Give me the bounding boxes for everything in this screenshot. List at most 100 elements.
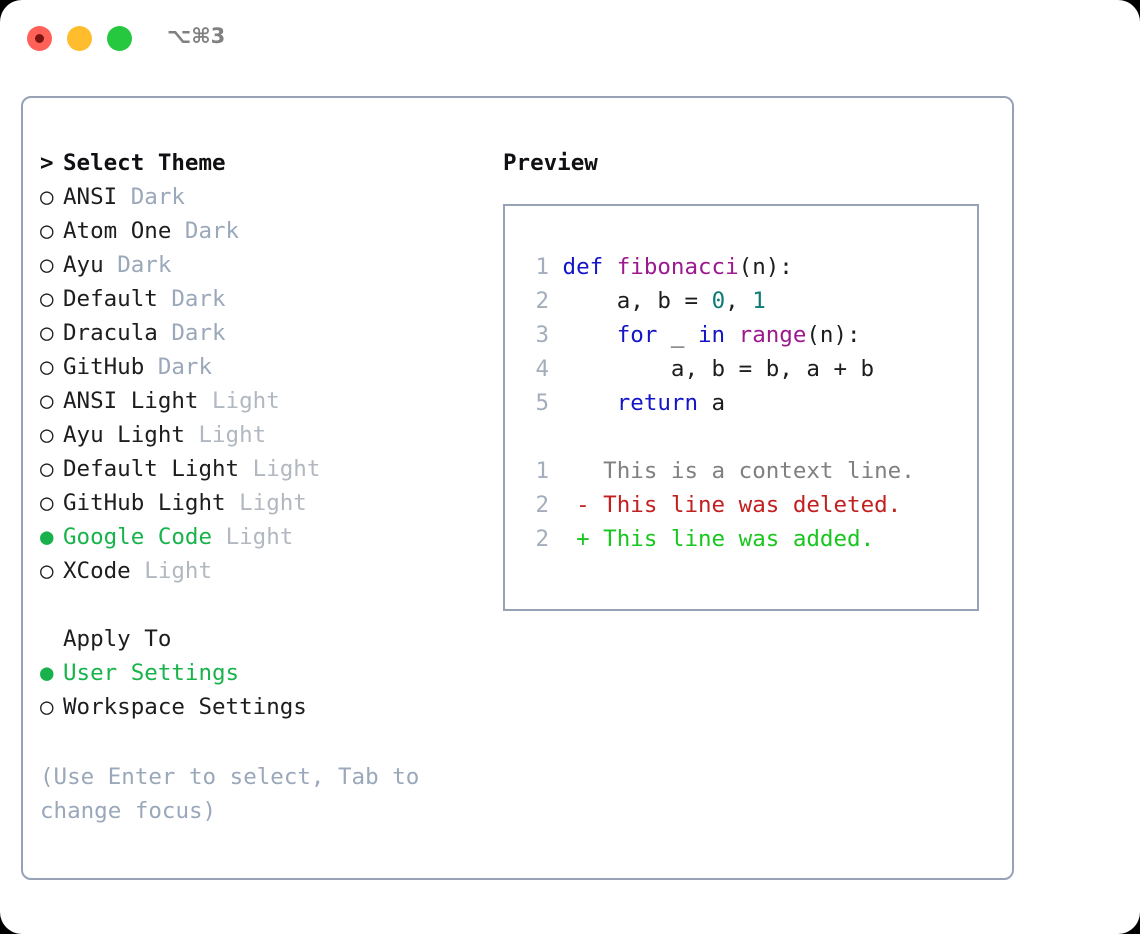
code-token: 1 [752,288,766,314]
label-gap [131,558,145,584]
line-number: 2 [535,526,549,552]
select-theme-heading: > Select Theme [40,146,480,180]
diff-line: 1 This is a context line. [523,454,971,488]
minimize-window-button[interactable] [67,26,92,51]
theme-name-label: ANSI [63,184,118,210]
dialog-panel: >Select Theme ○ANSI Dark○Atom One Dark○A… [21,96,1014,880]
keyboard-shortcut-label: ⌥⌘3 [167,24,226,48]
code-token [563,322,617,348]
gutter-gap [549,254,563,280]
line-number: 1 [535,254,549,280]
code-token: a, b = [562,288,712,314]
theme-list-item[interactable]: ○Ayu Dark [40,248,480,282]
theme-list[interactable]: ○ANSI Dark○Atom One Dark○Ayu Dark○Defaul… [40,180,480,588]
apply-to-heading-label: Apply To [63,626,172,652]
apply-to-label: Workspace Settings [63,694,307,720]
line-number: 2 [535,492,549,518]
gutter-gap [549,288,563,314]
caret-icon: > [40,150,54,176]
gutter-gap [549,492,576,518]
code-line: 3 for _ in range(n): [523,318,971,352]
gutter-gap [549,356,563,382]
line-number: 5 [535,390,549,416]
theme-name-label: Default [63,286,158,312]
label-gap [226,490,240,516]
code-line: 4 a, b = b, a + b [523,352,971,386]
theme-list-item[interactable]: ●Google Code Light [40,520,480,554]
theme-list-item[interactable]: ○Dracula Dark [40,316,480,350]
theme-name-label: Default Light [63,456,240,482]
radio-unselected-icon: ○ [40,456,54,482]
theme-list-item[interactable]: ○XCode Light [40,554,480,588]
diff-text: This is a context line. [589,458,915,484]
diff-line: 2 + This line was added. [523,522,971,556]
label-gap [158,286,172,312]
preview-heading: Preview [503,150,598,176]
maximize-window-button[interactable] [107,26,132,51]
apply-to-heading: Apply To [40,622,480,656]
diff-text: This line was added. [589,526,875,552]
theme-list-item[interactable]: ○ Default Light Light [40,452,480,486]
apply-to-list[interactable]: ● User Settings ○ Workspace Settings [40,656,480,724]
theme-name-label: ANSI Light [63,388,199,414]
theme-list-item[interactable]: ○ANSI Light Light [40,384,480,418]
apply-to-label: User Settings [63,660,240,686]
label-gap [212,524,226,550]
theme-list-item[interactable]: ○Atom One Dark [40,214,480,248]
theme-name-label: GitHub Light [63,490,226,516]
theme-category-label: Light [225,524,294,550]
code-token: in [698,322,726,348]
theme-name-label: XCode [63,558,131,584]
select-theme-heading-label: Select Theme [63,150,226,176]
diff-marker: - [576,492,590,518]
diff-text: This line was deleted. [589,492,902,518]
radio-unselected-icon: ○ [40,286,54,312]
radio-selected-icon: ● [40,660,54,686]
code-token: fibonacci [616,254,739,280]
code-token: return [616,390,699,416]
code-token: range [738,322,807,348]
recording-indicator-icon [35,34,44,43]
theme-list-item[interactable]: ○ Default Dark [40,282,480,316]
apply-to-item[interactable]: ● User Settings [40,656,480,690]
gutter-gap [549,526,576,552]
diff-line: 2 - This line was deleted. [523,488,971,522]
radio-unselected-icon: ○ [40,252,54,278]
radio-unselected-icon: ○ [40,218,54,244]
theme-name-label: Ayu Light [63,422,185,448]
code-token: (n): [806,322,861,348]
theme-list-item[interactable]: ○ANSI Dark [40,180,480,214]
theme-list-item[interactable]: ○GitHub Dark [40,350,480,384]
preview-column: Preview 1 def fibonacci(n):2 a, b = 0, 1… [503,146,1003,611]
theme-name-label: Dracula [63,320,158,346]
title-bar: ⌥⌘3 [0,0,1140,76]
theme-category-label: Light [198,422,267,448]
label-gap [158,320,172,346]
radio-unselected-icon: ○ [40,422,54,448]
theme-category-label: Dark [171,286,226,312]
theme-list-item[interactable]: ○ Ayu Light Light [40,418,480,452]
diff-marker: + [576,526,590,552]
theme-category-label: Dark [171,320,226,346]
label-gap [198,388,212,414]
radio-unselected-icon: ○ [40,184,54,210]
list-spacer [40,588,480,622]
code-line: 1 def fibonacci(n): [523,250,971,284]
label-gap [144,354,158,380]
radio-unselected-icon: ○ [40,694,54,720]
theme-category-label: Light [144,558,213,584]
theme-picker-column: >Select Theme ○ANSI Dark○Atom One Dark○A… [40,146,480,724]
apply-to-item[interactable]: ○ Workspace Settings [40,690,480,724]
code-token: def [562,254,617,280]
code-token: a [698,390,726,416]
theme-list-item[interactable]: ○GitHub Light Light [40,486,480,520]
theme-name-label: Google Code [63,524,213,550]
line-number: 1 [535,458,549,484]
radio-unselected-icon: ○ [40,490,54,516]
code-token: (n): [738,254,793,280]
theme-category-label: Light [252,456,321,482]
label-gap [239,456,253,482]
